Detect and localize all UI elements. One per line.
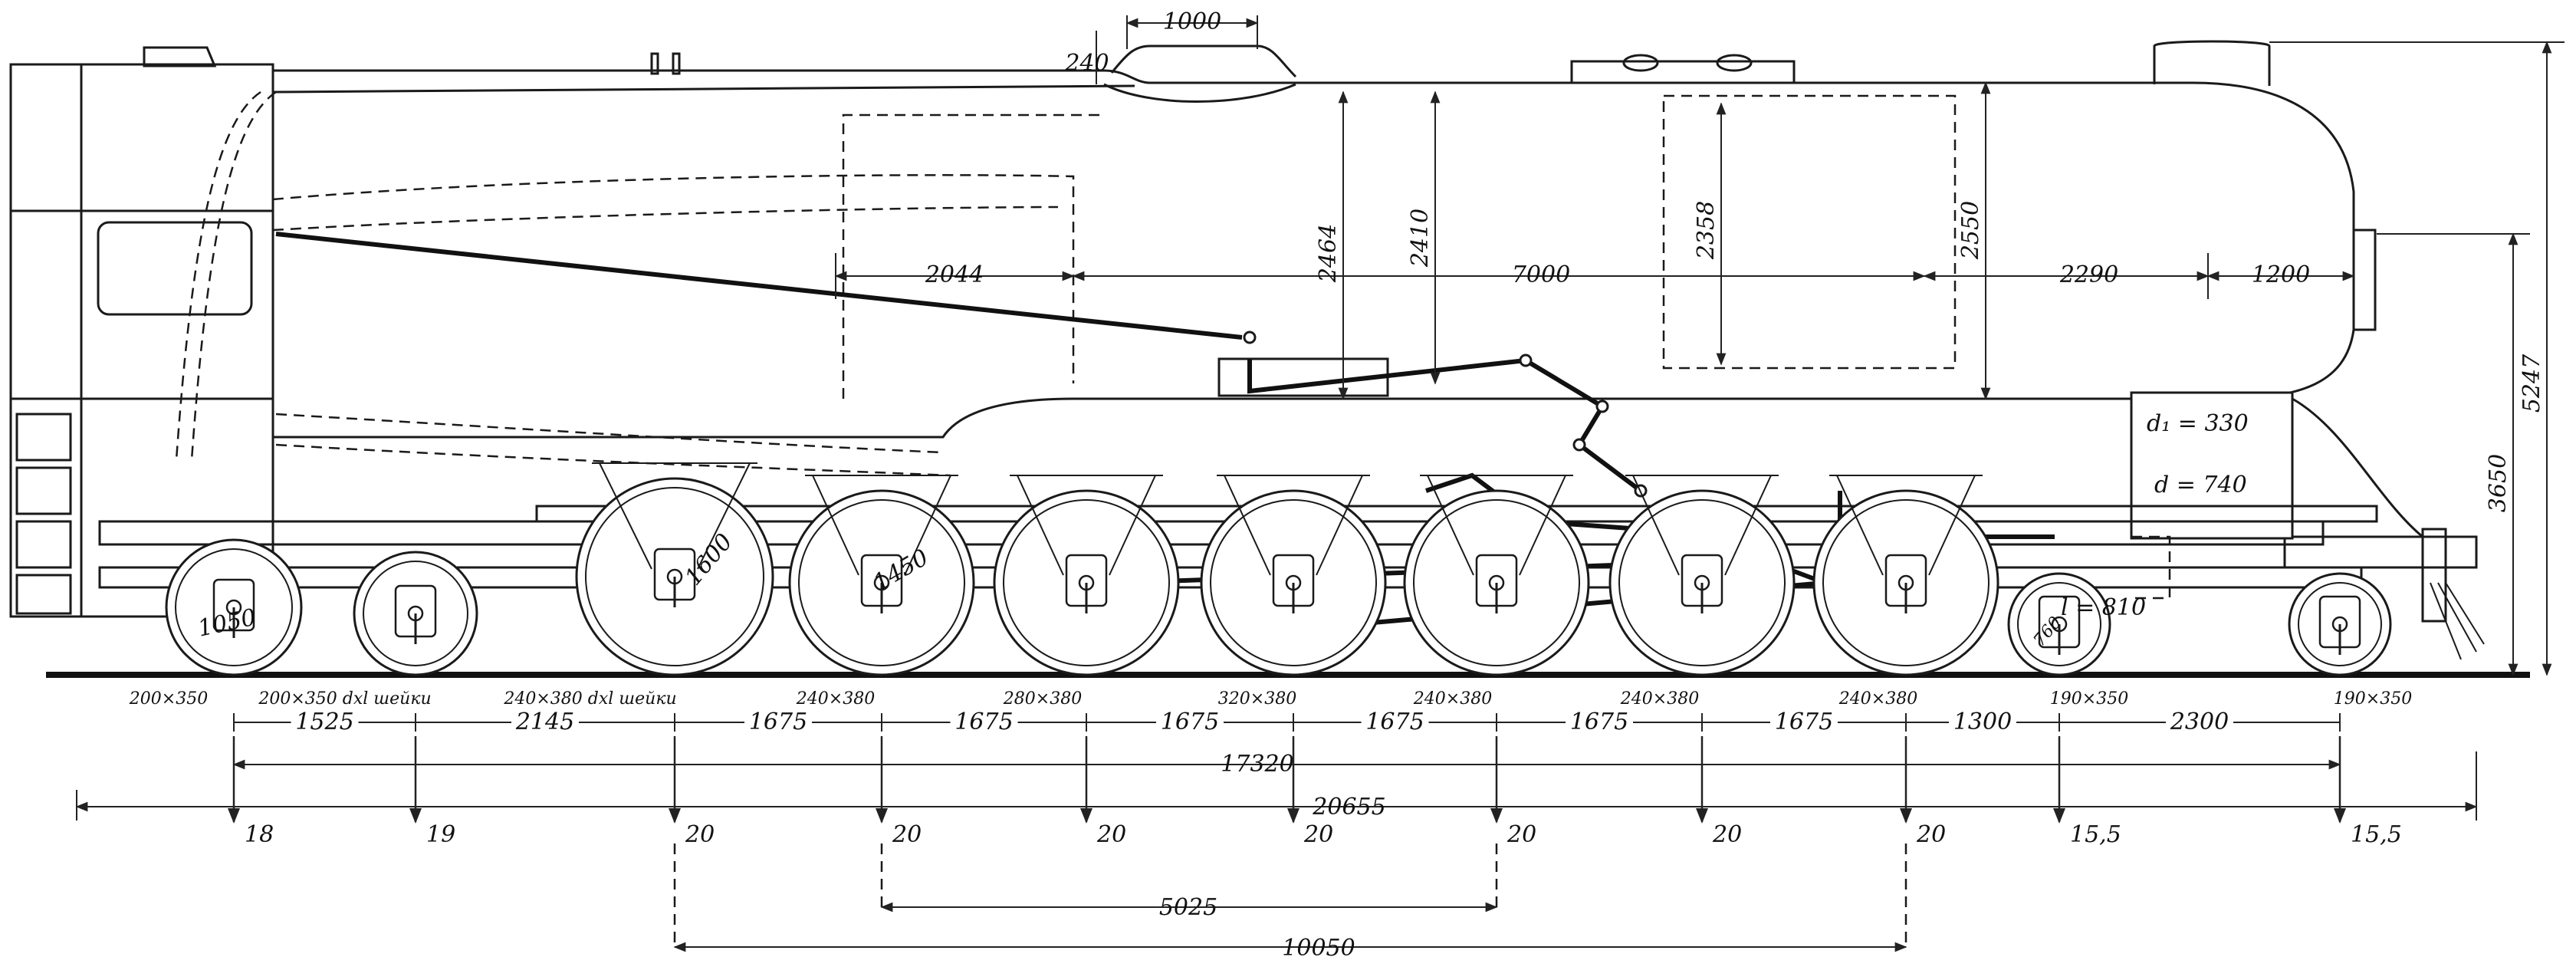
- wheel-8: [1608, 475, 1796, 676]
- spec-d: d = 740: [2154, 472, 2247, 498]
- axle-spacing-5: 1675: [1161, 709, 1219, 735]
- dim-20655: 20655: [1312, 794, 1385, 821]
- dim-3650: 3650: [2485, 454, 2512, 512]
- dim-2464: 2464: [1315, 224, 1342, 283]
- axle-spacing-1: 1525: [295, 709, 353, 735]
- axle-spacing-8: 1675: [1775, 709, 1833, 735]
- axle-load-row: 18 19 20 20 20 20 20 20 20 15,5 15,5: [228, 736, 2402, 848]
- axle-spacing-row: 1525 2145 1675 1675 1675 1675 1675 1675 1300 2300: [233, 709, 2341, 735]
- axle-load-2: 19: [426, 821, 455, 848]
- journal-label-7: 240×380: [1413, 689, 1492, 709]
- dim-5247: 5247: [2518, 354, 2545, 413]
- axle-load-4: 20: [892, 821, 922, 848]
- wheel-7: [1403, 475, 1590, 676]
- journal-label-1: 200×350: [129, 689, 208, 709]
- dim-10050: 10050: [1282, 935, 1355, 962]
- wheel-2: [353, 551, 478, 676]
- dim-240: 240: [1064, 50, 1109, 77]
- journal-label-row: 200×350 200×350 dxl шейки 240×380 dxl шейк…: [129, 689, 2412, 709]
- dim-2358: 2358: [1693, 201, 1720, 260]
- wheel-9: [1812, 475, 1999, 676]
- journal-label-8: 240×380: [1620, 689, 1699, 709]
- wheels: [165, 462, 2392, 676]
- axle-spacing-10: 2300: [2170, 709, 2229, 735]
- wheel-1: [165, 538, 303, 676]
- axle-load-7: 20: [1506, 821, 1536, 848]
- journal-label-3: 240×380 dxl шейки: [503, 689, 676, 709]
- dim-2550: 2550: [1957, 201, 1984, 260]
- axle-spacing-9: 1300: [1953, 709, 2012, 735]
- wheel-4: [788, 475, 975, 676]
- axle-load-3: 20: [685, 821, 715, 848]
- wheel-10: [2007, 572, 2111, 676]
- wheel-6: [1200, 475, 1387, 676]
- wheel-5: [993, 475, 1180, 676]
- dim-7000: 7000: [1512, 261, 1570, 288]
- dim-17320: 17320: [1221, 751, 1293, 778]
- spec-d1: d₁ = 330: [2147, 410, 2249, 437]
- axle-spacing-4: 1675: [955, 709, 1013, 735]
- journal-label-11: 190×350: [2334, 689, 2412, 709]
- journal-label-6: 320×380: [1218, 689, 1296, 709]
- axle-load-8: 20: [1712, 821, 1742, 848]
- axle-load-9: 20: [1916, 821, 1946, 848]
- axle-load-6: 20: [1303, 821, 1333, 848]
- axle-spacing-7: 1675: [1570, 709, 1628, 735]
- dim-5025: 5025: [1159, 894, 1217, 921]
- wheel-11: [2288, 572, 2392, 676]
- wheel-3: [575, 462, 774, 676]
- boiler: [271, 40, 2377, 477]
- axle-spacing-6: 1675: [1365, 709, 1424, 735]
- tender: [9, 46, 277, 618]
- journal-label-4: 240×380: [796, 689, 875, 709]
- axle-load-10: 15,5: [2070, 821, 2121, 848]
- dim-1200: 1200: [2252, 261, 2310, 288]
- axle-spacing-2: 2145: [515, 709, 574, 735]
- cylinder-block: [2130, 391, 2294, 600]
- dimension-lines: 1000 240 2044 7000 2290 1200 2464 2410 2…: [75, 8, 2564, 962]
- axle-spacing-3: 1675: [749, 709, 807, 735]
- axle-load-1: 18: [245, 821, 274, 848]
- dim-1000: 1000: [1163, 8, 1221, 35]
- axle-load-11: 15,5: [2351, 821, 2402, 848]
- dim-2044: 2044: [925, 261, 984, 288]
- journal-label-9: 240×380: [1838, 689, 1917, 709]
- journal-label-10: 190×350: [2050, 689, 2128, 709]
- journal-label-5: 280×380: [1003, 689, 1082, 709]
- axle-load-5: 20: [1096, 821, 1126, 848]
- dim-2410: 2410: [1407, 209, 1434, 268]
- journal-label-2: 200×350 dxl шейки: [258, 689, 431, 709]
- dim-2290: 2290: [2059, 261, 2118, 288]
- spec-l: l = 810: [2061, 594, 2146, 621]
